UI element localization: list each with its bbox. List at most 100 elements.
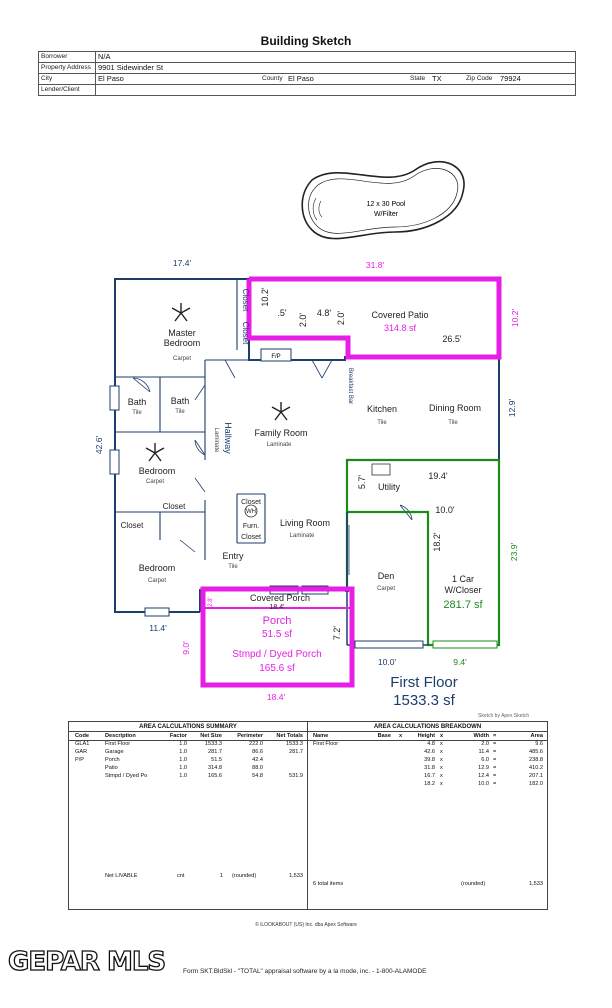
dim-porch-bottom: 18.4' (267, 692, 286, 702)
room-den: Den (378, 571, 395, 581)
dim-garage-right: 23.9' (509, 543, 519, 562)
floor-bath-1: Tile (132, 410, 142, 416)
breakdown-area: 9.6 (535, 741, 543, 747)
breakdown-width: 6.0 (481, 757, 489, 763)
breakdown-x: x (440, 749, 443, 755)
room-garage-1: 1 Car (452, 574, 474, 584)
dim-utility-h: 5.7' (357, 475, 367, 490)
summary-col-net-size: Net Size (200, 733, 222, 739)
breakdown-width: 11.4 (478, 749, 489, 755)
page-title: Building Sketch (260, 34, 352, 48)
breakdown-col-eq: = (493, 733, 497, 739)
summary-net-size: 165.6 (208, 773, 222, 779)
breakdown-title: AREA CALCULATIONS BREAKDOWN (373, 724, 482, 730)
floor-dining: Tile (448, 420, 458, 426)
summary-perimeter: 88.0 (252, 765, 263, 771)
breakdown-width: 12.9 (478, 765, 489, 771)
room-bath-1: Bath (128, 397, 147, 407)
room-covered-patio: Covered Patio (371, 310, 428, 320)
porch-outline (200, 586, 355, 688)
room-closet-mid: Closet (163, 502, 186, 511)
breakdown-height: 42.6 (424, 749, 435, 755)
dim-patio-a: .5' (277, 308, 287, 318)
summary-factor: 1.0 (179, 757, 187, 763)
floor-entry: Tile (228, 564, 238, 570)
pool-inner-outline (308, 168, 459, 234)
summary-perimeter: 54.8 (252, 773, 263, 779)
area-calculations: AREA CALCULATIONS SUMMARY AREA CALCULATI… (68, 721, 548, 910)
dim-left: 42.6' (94, 436, 104, 455)
dim-patio-left: 10.2' (260, 287, 270, 307)
utility-appliance (371, 463, 391, 476)
dim-garage-bottom: 9.4' (453, 657, 467, 667)
net-livable-total: 1,533 (289, 873, 303, 879)
summary-factor: 1.0 (179, 741, 187, 747)
breakfast-bar-label: Breakfast Bar (347, 368, 353, 404)
breakdown-eq: = (493, 741, 497, 747)
room-dining: Dining Room (429, 403, 481, 413)
summary-col-perimeter: Perimeter (237, 733, 263, 739)
room-entry: Entry (222, 551, 244, 561)
form-line: Form SKT.BldSkl - "TOTAL" appraisal soft… (183, 968, 427, 975)
room-bedroom-2: Bedroom (139, 466, 176, 476)
wh-label: WH (246, 509, 256, 515)
breakdown-height: 31.8 (424, 765, 435, 771)
room-kitchen: Kitchen (367, 404, 397, 414)
breakdown-eq: = (493, 749, 497, 755)
breakdown-x: x (440, 781, 443, 787)
closet-furn-label: Closet (241, 499, 261, 506)
summary-net-total: 1533.3 (285, 741, 303, 747)
summary-factor: 1.0 (179, 749, 187, 755)
interior-walls (115, 279, 266, 560)
breakdown-first-floor: First Floor (313, 741, 339, 747)
furn-label: Furn. (243, 523, 259, 530)
breakdown-height: 39.8 (424, 757, 435, 763)
summary-desc: Stmpd / Dyed Po (105, 773, 148, 779)
first-floor-sf: 1533.3 sf (393, 692, 456, 709)
den-window (354, 640, 424, 649)
net-livable-rounded: (rounded) (232, 873, 257, 879)
room-living: Living Room (280, 518, 330, 528)
windows (109, 385, 329, 617)
breakdown-eq: = (493, 781, 497, 787)
dim-porch-left: 9.0' (181, 641, 191, 655)
breakdown-x: x (440, 765, 443, 771)
summary-net-total: 531.9 (289, 773, 303, 779)
floor-living: Laminate (290, 533, 315, 539)
summary-code: P/P (75, 757, 85, 763)
floor-master: Carpet (173, 356, 191, 362)
summary-perimeter: 42.4 (252, 757, 263, 763)
floor-hallway: Laminate (213, 428, 219, 453)
summary-factor: 1.0 (179, 765, 187, 771)
floor-plan-sketch: 12 x 30 Pool W/Filter F/P (94, 160, 520, 709)
garage-sf: 281.7 sf (443, 599, 483, 611)
water-heater-icon (244, 504, 258, 518)
breakdown-eq: = (493, 765, 497, 771)
summary-net-total: 281.7 (289, 749, 303, 755)
divider (69, 731, 547, 732)
summary-net-size: 51.5 (211, 757, 222, 763)
summary-desc: Porch (105, 757, 120, 763)
pool-outline (301, 160, 465, 240)
room-family: Family Room (254, 428, 307, 438)
ceiling-fan-icon (271, 402, 291, 421)
summary-code: GLA1 (75, 741, 90, 747)
breakdown-total-items: 6 total items (313, 881, 344, 887)
sketch-credit: Sketch by Apex Sketch (478, 713, 530, 719)
pool-label: 12 x 30 Pool (367, 201, 406, 208)
breakdown-col-width: Width (473, 733, 489, 739)
dim-top-left: 17.4' (173, 258, 192, 268)
room-hallway: Hallway (223, 422, 233, 454)
dim-utility-w: 19.4' (428, 471, 448, 481)
room-utility: Utility (378, 482, 400, 492)
summary-col-code: Code (75, 733, 89, 739)
summary-perimeter: 86.6 (252, 749, 263, 755)
breakdown-width: 2.0 (481, 741, 489, 747)
dim-top-right: 31.8' (366, 260, 385, 270)
summary-desc: First Floor (105, 741, 131, 747)
floor-kitchen: Tile (377, 420, 387, 426)
dim-patio-bottom: 26.5' (442, 334, 462, 344)
net-livable-label: Net LIVABLE (105, 873, 138, 879)
breakdown-area: 182.0 (529, 781, 543, 787)
floor-bedroom-2: Carpet (146, 479, 164, 485)
